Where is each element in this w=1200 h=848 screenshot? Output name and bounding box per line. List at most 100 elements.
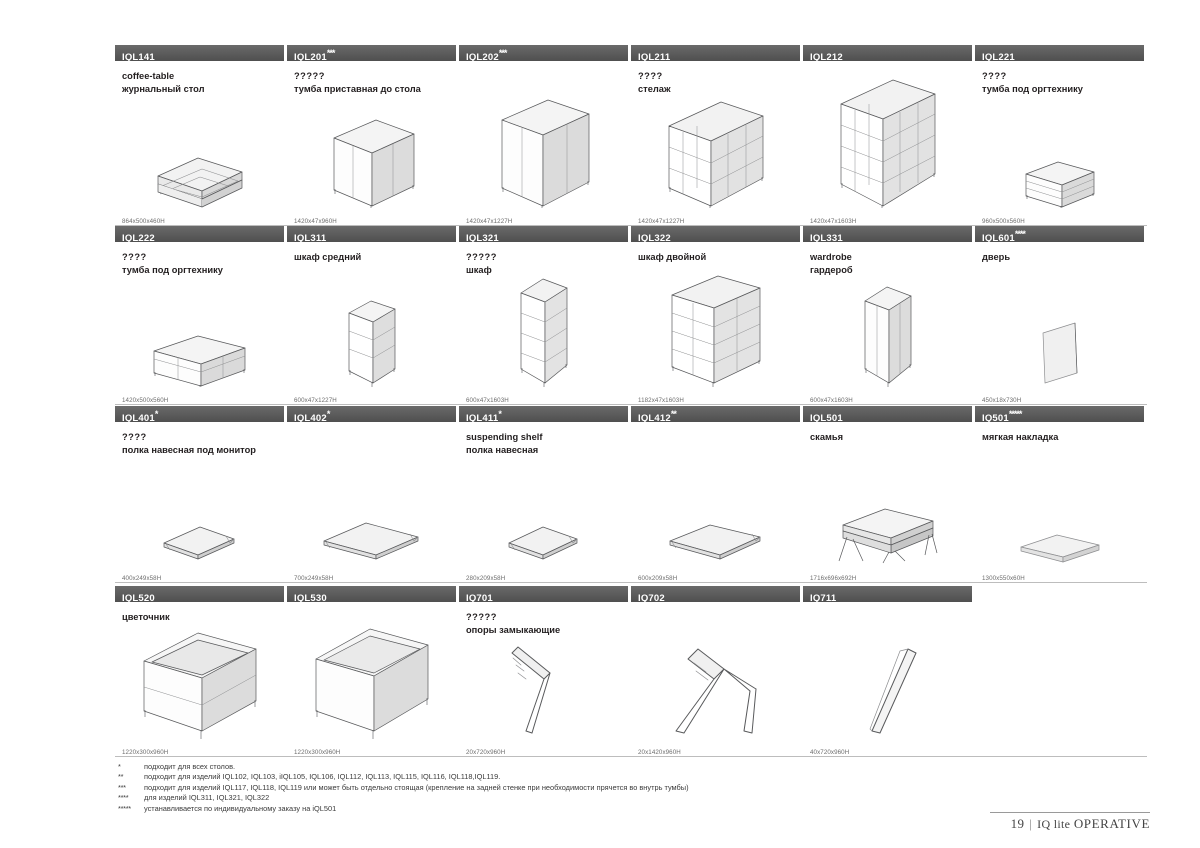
product-name-en: coffee-table xyxy=(122,71,175,81)
row-divider xyxy=(115,225,1147,226)
product-name-en: ???? xyxy=(122,252,147,262)
row-divider xyxy=(115,582,1147,583)
product-drawing-door-panel xyxy=(975,278,1144,387)
product-dimensions: 20x1420x960H xyxy=(638,749,681,756)
product-drawing-shelf-wide xyxy=(287,458,456,565)
product-dimensions: 1420x47x1603H xyxy=(810,218,857,225)
product-name-en: шкаф двойной xyxy=(638,252,707,262)
footnote-marker: * xyxy=(498,409,501,419)
product-cell-IQL520[interactable]: IQL520 цветочник xyxy=(115,586,287,756)
footer-collection: OPERATIVE xyxy=(1073,816,1150,831)
product-cell-IQL321[interactable]: IQL321 ????? шкаф xyxy=(459,226,631,404)
product-dimensions: 1420x47x1227H xyxy=(466,218,513,225)
product-cell-IQL530[interactable]: IQL530 1220 xyxy=(287,586,459,756)
product-drawing-low-credenza xyxy=(975,97,1144,208)
product-cell-IQL411[interactable]: IQL411* suspending shelf полка навесная xyxy=(459,406,631,582)
product-cell-IQL202[interactable]: IQL202*** xyxy=(459,45,631,225)
product-cell-IQL211[interactable]: IQL211 ???? стелаж xyxy=(631,45,803,225)
product-dimensions: 1420x47x960H xyxy=(294,218,337,225)
product-cell-IQL501[interactable]: IQL501 скамья xyxy=(803,406,975,582)
product-cell-IQL141[interactable]: IQL141 coffee-table журнальный стол xyxy=(115,45,287,225)
product-code-header: IQL222 xyxy=(115,226,284,242)
product-name-ru: тумба под оргтехнику xyxy=(982,83,1083,94)
footnote-text: устанавливается по индивидуальному заказ… xyxy=(144,803,337,813)
product-name-ru: полка навесная xyxy=(466,444,539,455)
product-dimensions: 20x720x960H xyxy=(466,749,506,756)
footnote-item: * подходит для всех столов. xyxy=(118,762,1018,772)
product-cell-IQL412[interactable]: IQL412** 60 xyxy=(631,406,803,582)
footer-brand: IQ lite xyxy=(1037,817,1071,831)
product-name-en: скамья xyxy=(810,432,844,442)
product-drawing-shelving-4x3 xyxy=(803,79,972,208)
product-drawing-wardrobe xyxy=(803,278,972,387)
page-footer: 19|IQ lite OPERATIVE xyxy=(1011,816,1150,832)
product-code-header: IQL141 xyxy=(115,45,284,61)
footnote-item: ** подходит для изделий IQL102, IQL103, … xyxy=(118,772,1018,782)
product-cell-IQ701[interactable]: IQ701 ????? опоры замыкающие xyxy=(459,586,631,756)
product-drawing-shelf-small xyxy=(115,458,284,565)
footnote-item: *** подходит для изделий IQL117, IQL118,… xyxy=(118,783,1018,793)
product-code-header: IQL411* xyxy=(459,406,628,422)
product-code-header: IQL401* xyxy=(115,406,284,422)
product-titles: ???? полка навесная под монитор xyxy=(115,431,287,456)
product-cell-IQL402[interactable]: IQL402* 700 xyxy=(287,406,459,582)
product-titles: цветочник xyxy=(115,611,287,624)
product-drawing-shelf-long xyxy=(631,458,800,565)
product-drawing-leg-angled xyxy=(803,638,972,739)
product-dimensions: 600x47x1227H xyxy=(294,397,337,404)
product-cell-IQL212[interactable]: IQL212 xyxy=(803,45,975,225)
product-dimensions: 600x47x1603H xyxy=(466,397,509,404)
product-drawing-shelving-3x3 xyxy=(631,97,800,208)
product-titles: ????? шкаф xyxy=(459,251,631,276)
page-number: 19 xyxy=(1010,816,1025,831)
product-drawing-shelf-mini xyxy=(459,458,628,565)
product-name-en: ????? xyxy=(466,612,497,622)
product-cell-IQL401[interactable]: IQL401* ???? полка навесная под монитор xyxy=(115,406,287,582)
empty-slot xyxy=(975,638,1144,739)
product-titles: ????? тумба приставная до стола xyxy=(287,70,459,95)
product-titles: шкаф двойной xyxy=(631,251,803,264)
product-cell-IQ702[interactable]: IQ702 20x14 xyxy=(631,586,803,756)
product-name-ru: шкаф xyxy=(466,264,492,275)
product-dimensions: 400x249x58H xyxy=(122,575,162,582)
product-cell-IQL222[interactable]: IQL222 ???? тумба под оргтехнику xyxy=(115,226,287,404)
product-titles: coffee-table журнальный стол xyxy=(115,70,287,95)
product-cell-IQL322[interactable]: IQL322 шкаф двойной xyxy=(631,226,803,404)
product-drawing-cabinet-medium xyxy=(287,278,456,387)
product-dimensions: 450x18x730H xyxy=(982,397,1022,404)
product-drawing-leg-single xyxy=(459,638,628,739)
product-drawing-coffee-table xyxy=(115,97,284,208)
product-titles: скамья xyxy=(803,431,975,444)
product-cell-IQ711[interactable]: IQ711 40x720x960H xyxy=(803,586,975,756)
footnote-marker: ***** xyxy=(1008,409,1022,419)
product-titles: ???? тумба под оргтехнику xyxy=(115,251,287,276)
product-dimensions: 1220x300x960H xyxy=(294,749,341,756)
footnote-item: **** для изделий IQL311, IQL321, IQL322 xyxy=(118,793,1018,803)
product-dimensions: 1182x47x1603H xyxy=(638,397,684,404)
product-name-ru: опоры замыкающие xyxy=(466,624,561,635)
product-cell-IQL201[interactable]: IQL201*** ????? тумба приставная до стол… xyxy=(287,45,459,225)
product-drawing-bench xyxy=(803,458,972,565)
row-divider xyxy=(115,756,1147,757)
product-code-header: IQL530 xyxy=(287,586,456,602)
product-drawing-shelving-double-tall xyxy=(631,275,800,387)
product-name-ru: журнальный стол xyxy=(122,83,205,94)
product-cell-IQL331[interactable]: IQL331 wardrobe гардероб xyxy=(803,226,975,404)
product-code-header: IQ702 xyxy=(631,586,800,602)
product-titles: wardrobe гардероб xyxy=(803,251,975,276)
product-cell-IQL311[interactable]: IQL311 шкаф средний xyxy=(287,226,459,404)
product-drawing-shelf-narrow-tall xyxy=(459,278,628,387)
product-titles: мягкая накладка xyxy=(975,431,1147,444)
product-code-header: IQL311 xyxy=(287,226,456,242)
product-cell-IQL601[interactable]: IQL601**** дверь 450x18x730H xyxy=(975,226,1147,404)
product-cell-IQL221[interactable]: IQL221 ???? тумба под оргтехнику xyxy=(975,45,1147,225)
product-row: IQL520 цветочник xyxy=(115,586,1147,757)
product-drawing-seat-pad xyxy=(975,458,1144,565)
product-cell-IQ501[interactable]: IQ501***** мягкая накладка 1300x550x60H xyxy=(975,406,1147,582)
product-row: IQL141 coffee-table журнальный стол xyxy=(115,45,1147,226)
row-divider xyxy=(115,404,1147,405)
product-name-en: ???? xyxy=(122,432,147,442)
product-dimensions: 960x500x560H xyxy=(982,218,1025,225)
product-name-en: шкаф средний xyxy=(294,252,362,262)
product-dimensions: 1220x300x960H xyxy=(122,749,169,756)
